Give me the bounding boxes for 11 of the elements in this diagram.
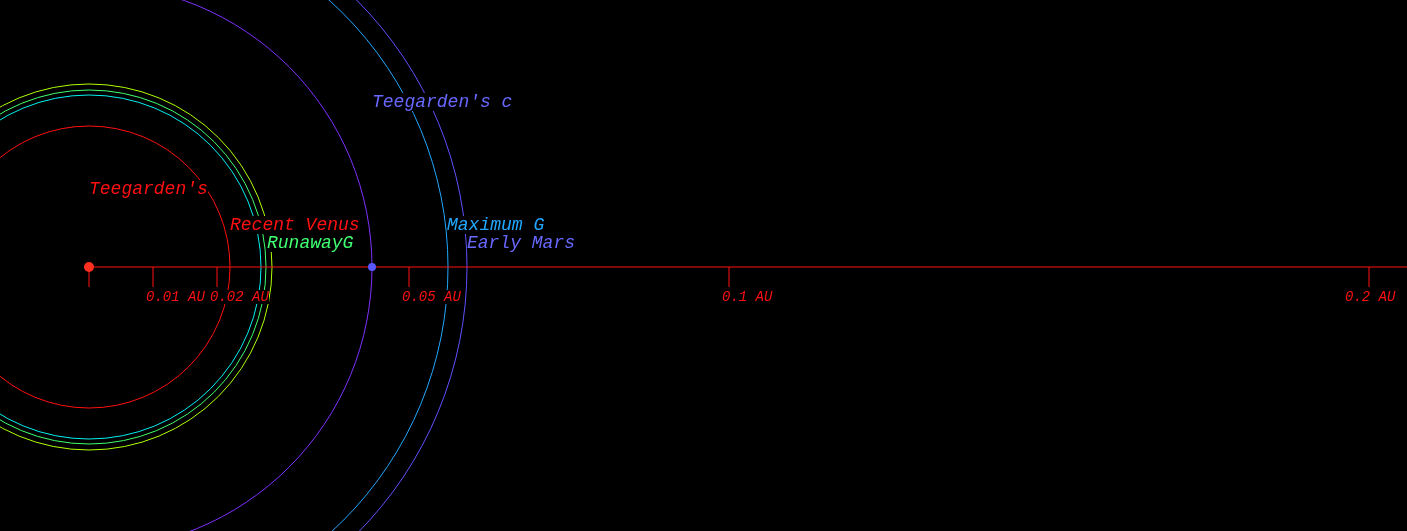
axis-label: 0.2 AU	[1345, 290, 1396, 304]
orbit-label: Early Mars	[467, 234, 576, 252]
orbit-label: Teegarden's c	[372, 93, 513, 111]
orbit-label: Teegarden's	[89, 180, 208, 198]
axis-label: 0.01 AU	[146, 290, 205, 304]
axis-label: 0.1 AU	[722, 290, 773, 304]
axis-label: 0.02 AU	[210, 290, 269, 304]
orbit-label: Recent Venus	[230, 216, 360, 234]
orbit-label: RunawayG	[267, 234, 354, 252]
axis-label: 0.05 AU	[402, 290, 461, 304]
orbit-label: Maximum G	[447, 216, 545, 234]
